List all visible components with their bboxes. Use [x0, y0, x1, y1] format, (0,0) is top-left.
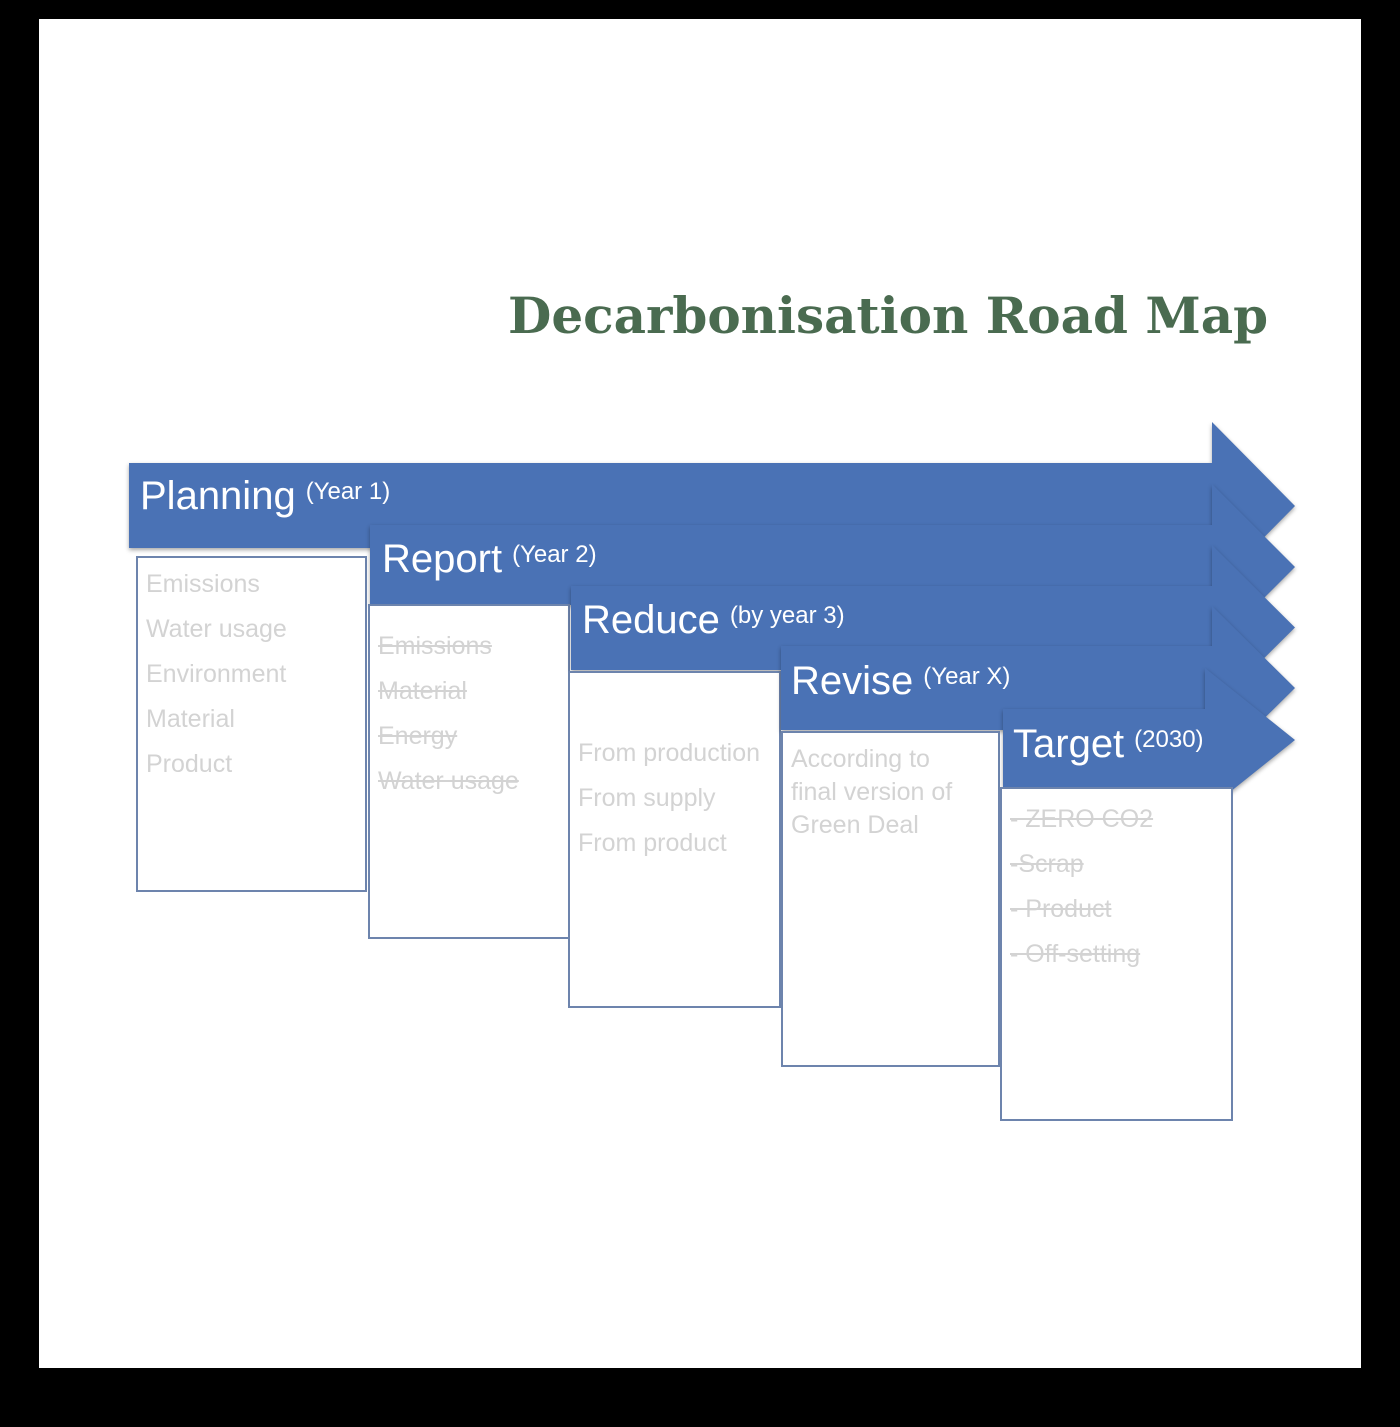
stage-item: Product [146, 750, 233, 778]
stage-item: final version of [791, 778, 953, 806]
stage-period: (Year 1) [305, 478, 391, 505]
stage-heading: Planning (Year 1) [140, 474, 390, 519]
stage-item: Emissions [378, 632, 492, 660]
stage-item: Energy [378, 722, 458, 750]
stage-item: Material [378, 677, 467, 705]
stage-name: Report [382, 537, 503, 581]
stage-box-target: - ZERO CO2 -Scrap - Product - Off-setting [1000, 787, 1233, 1121]
stage-item: According to [791, 745, 930, 773]
stage-period: (by year 3) [729, 602, 845, 629]
stage-period: (Year X) [923, 663, 1011, 690]
stage-item: Material [146, 705, 235, 733]
stage-box-revise: According to final version of Green Deal [781, 731, 1000, 1067]
stage-item: -Scrap [1010, 850, 1084, 878]
stage-heading: Revise (Year X) [791, 659, 1010, 704]
stage-item: - Product [1010, 895, 1112, 923]
stage-name: Target [1013, 722, 1125, 766]
stage-name: Planning [140, 474, 296, 518]
stage-period: (Year 2) [512, 541, 597, 568]
stage-item: From supply [578, 784, 716, 812]
stage-item: Water usage [146, 615, 287, 643]
stage-item: - ZERO CO2 [1010, 805, 1154, 833]
stage-item: Green Deal [791, 811, 919, 839]
stage-item: Water usage [378, 767, 519, 795]
stage-period: (2030) [1134, 726, 1204, 753]
stage-item: Emissions [146, 570, 260, 598]
stage-item: From production [578, 739, 761, 767]
stage-heading: Reduce (by year 3) [582, 598, 845, 643]
stage-heading: Report (Year 2) [382, 537, 597, 582]
stage-name: Revise [791, 659, 914, 703]
stage-name: Reduce [582, 598, 720, 642]
stage-item: From product [578, 829, 727, 857]
stage-item: - Off-setting [1010, 940, 1141, 968]
stage-heading: Target (2030) [1013, 722, 1204, 767]
stage-item: Environment [146, 660, 287, 688]
page-title: Decarbonisation Road Map [508, 286, 1269, 345]
